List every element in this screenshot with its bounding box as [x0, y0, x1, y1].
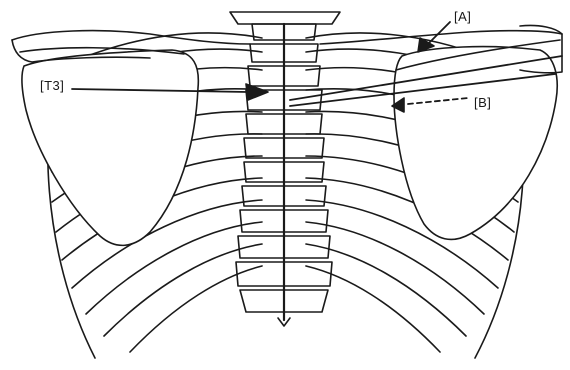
right-scapula: [394, 47, 557, 240]
vertebral-column: [230, 12, 340, 326]
label-b: [B]: [474, 96, 491, 109]
label-t3: [T3]: [40, 79, 64, 92]
label-a: [A]: [454, 10, 471, 23]
